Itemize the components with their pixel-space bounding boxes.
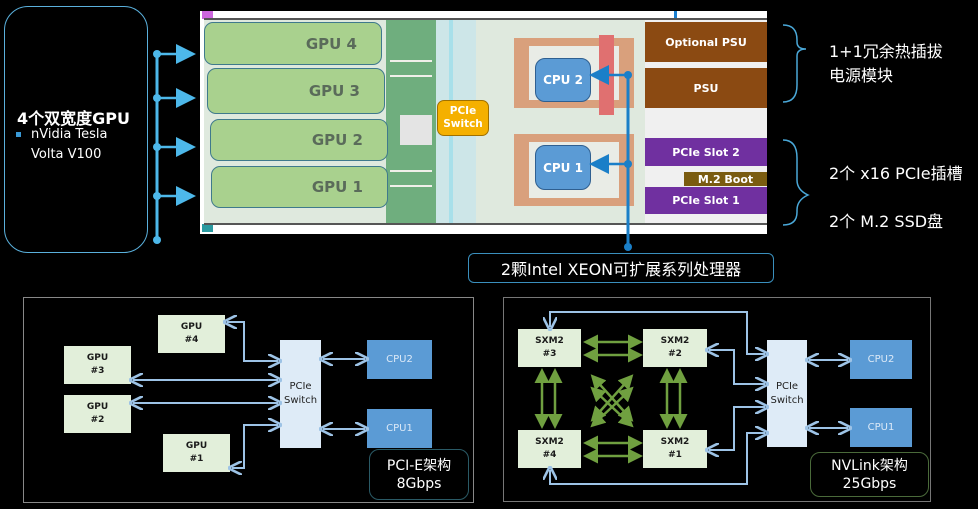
pcie-links [24, 298, 475, 504]
chipset [400, 115, 432, 145]
pcie-gpu-1: GPU#1 [163, 434, 230, 472]
pcie-gpu-4: GPU#4 [158, 315, 225, 353]
pcie-cpu2: CPU2 [367, 340, 432, 379]
board-gpu-2: GPU 2 [210, 119, 388, 161]
slot-brace [782, 139, 810, 226]
pcie-slot-1: PCIe Slot 1 [645, 187, 767, 214]
gpu-arrow-3 [153, 88, 196, 108]
m2-boot: M.2 Boot [684, 172, 767, 186]
nvlink-arch-label: NVLink架构 [831, 457, 908, 474]
m2-annotation: 2个 M.2 SSD盘 [829, 212, 944, 231]
board-cpu-2: CPU 2 [535, 58, 591, 102]
switch-label-line1: PCIe [449, 105, 477, 117]
pcie-cpu1: CPU1 [367, 409, 432, 448]
corner-marker-bottom [202, 224, 213, 232]
gpu-arrow-1 [153, 186, 196, 206]
link-gpu4-switch [227, 322, 278, 361]
nvlink-pcie-links [550, 311, 848, 485]
psu-annotation-line2: 电源模块 [829, 66, 894, 85]
psu-annotation-line1: 1+1冗余热插拔 [829, 42, 943, 61]
gpu-callout-title: 4个双宽度GPU [17, 109, 130, 128]
switch-label-line2: Switch [443, 118, 483, 130]
gpu-arrow-2 [153, 137, 196, 157]
nvlink-green-links [534, 334, 688, 464]
corner-marker-top [202, 11, 213, 19]
pcie-gpu-3: GPU#3 [64, 346, 131, 384]
board-gpu-4: GPU 4 [204, 22, 382, 65]
psu-brace [782, 24, 807, 103]
gpu-model-line2: Volta V100 [31, 147, 102, 162]
gpu-arrow-4 [153, 44, 196, 64]
bus-end-dot [153, 236, 161, 244]
top-marker [674, 11, 677, 19]
pcie-speed-value: 8Gbps [396, 475, 442, 492]
board-gpu-3: GPU 3 [207, 68, 385, 114]
pcie-arch-label: PCI-E架构 [386, 457, 452, 474]
bullet-icon [16, 132, 21, 137]
nvlink-cpu1: CPU1 [850, 408, 912, 447]
pcie-slot-2: PCIe Slot 2 [645, 138, 767, 166]
gpu-callout: 4个双宽度GPU nVidia Tesla Volta V100 [4, 6, 148, 253]
psu: PSU [645, 68, 767, 108]
nvlink-speed-value: 25Gbps [842, 475, 897, 492]
pcie-speed-badge: PCI-E架构 8Gbps [369, 449, 469, 500]
nvlink-cpu2: CPU2 [850, 340, 912, 379]
board-cpu-1: CPU 1 [535, 145, 591, 190]
link-gpu1-switch [232, 425, 278, 468]
nvlink-links [534, 311, 932, 485]
cpu-annotation: 2颗Intel XEON可扩展系列处理器 [468, 253, 774, 283]
pcie-slot-annotation: 2个 x16 PCIe插槽 [829, 164, 963, 183]
gpu-model-line1: nVidia Tesla [31, 127, 108, 142]
optional-psu: Optional PSU [645, 22, 767, 62]
pcie-gpu-2: GPU#2 [64, 395, 131, 433]
board-gpu-1: GPU 1 [211, 166, 388, 208]
nvlink-speed-badge: NVLink架构 25Gbps [810, 452, 929, 497]
